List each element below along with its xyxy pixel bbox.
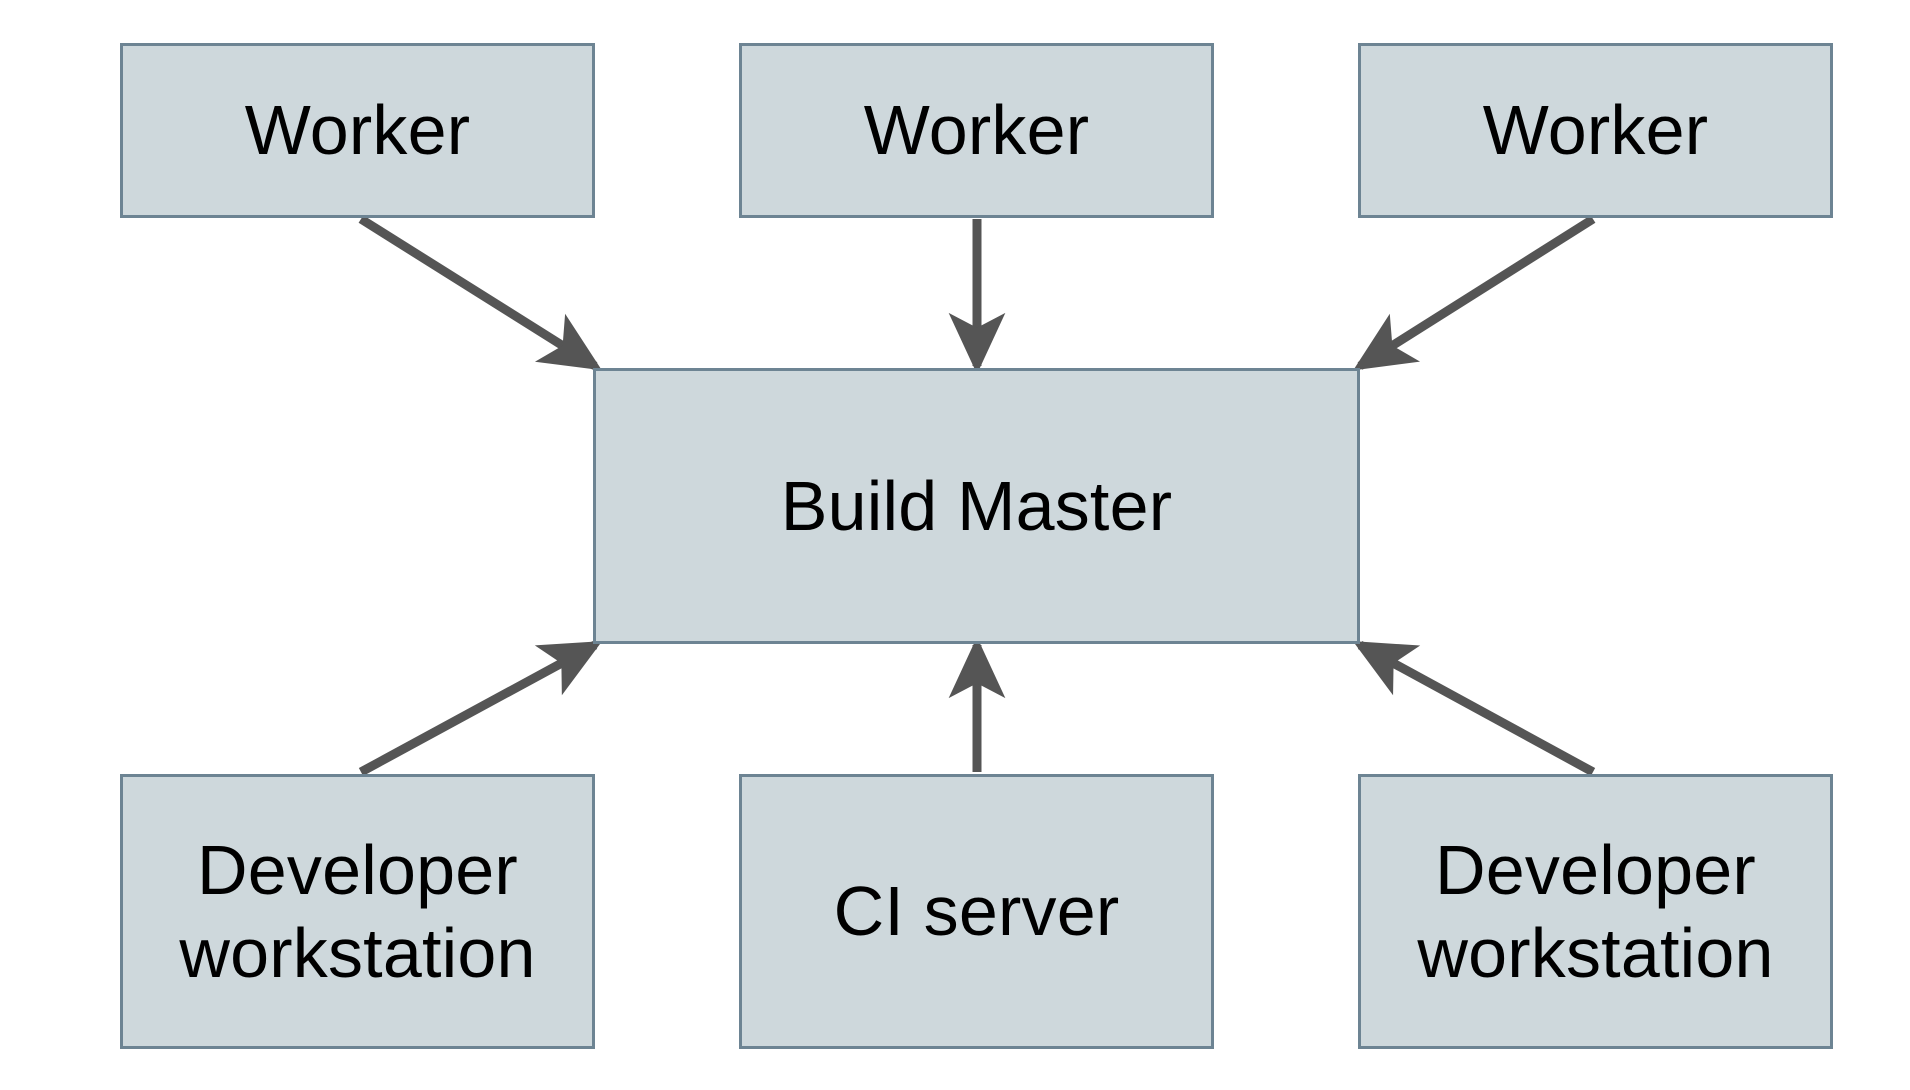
node-build-master[interactable]: Build Master	[593, 368, 1360, 644]
node-worker-1[interactable]: Worker	[120, 43, 595, 218]
edge-worker-3-to-build-master	[1353, 215, 1596, 371]
node-ci-server[interactable]: CI server	[739, 774, 1214, 1049]
edge-dev-ws-1-to-build-master	[358, 641, 603, 776]
node-developer-workstation-right[interactable]: Developer workstation	[1358, 774, 1833, 1049]
node-label: Developer workstation	[179, 830, 536, 992]
node-label: Developer workstation	[1417, 830, 1774, 992]
node-label: Worker	[863, 91, 1090, 170]
node-label: Worker	[244, 91, 471, 170]
node-worker-2[interactable]: Worker	[739, 43, 1214, 218]
node-label: Build Master	[780, 466, 1173, 545]
node-worker-3[interactable]: Worker	[1358, 43, 1833, 218]
edge-dev-ws-2-to-build-master	[1352, 641, 1596, 776]
node-developer-workstation-left[interactable]: Developer workstation	[120, 774, 595, 1049]
edge-worker-1-to-build-master	[358, 215, 602, 371]
node-label: Worker	[1482, 91, 1709, 170]
node-label: CI server	[833, 872, 1120, 951]
